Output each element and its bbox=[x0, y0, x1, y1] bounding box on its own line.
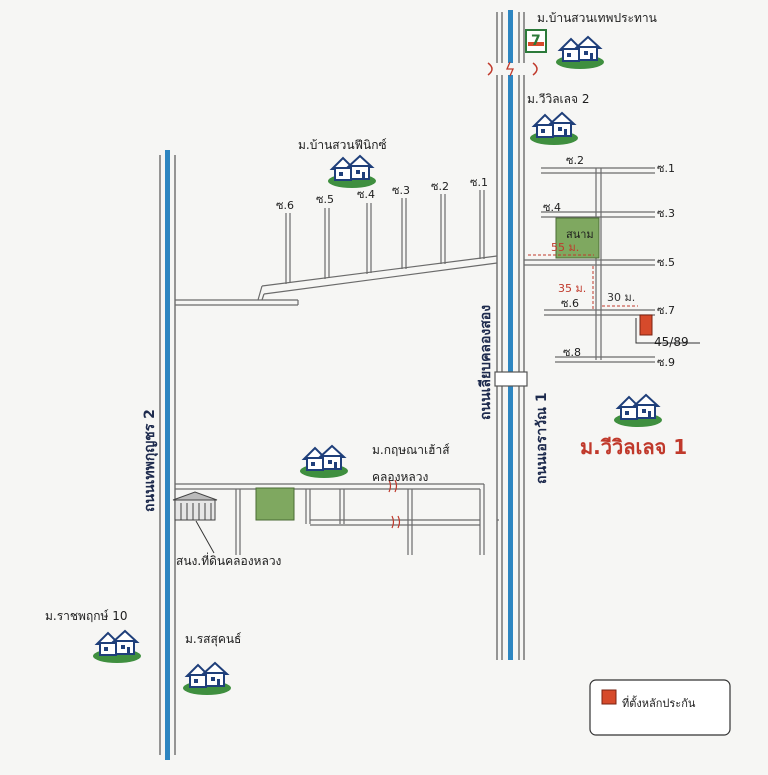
collateral-leader bbox=[635, 318, 700, 344]
legend: ที่ตั้งหลักประกัน bbox=[589, 679, 731, 736]
distance-55m: 55 ม. bbox=[551, 241, 579, 254]
green-field-bottom bbox=[255, 487, 295, 521]
khlong-luang-label: คลองหลวง bbox=[372, 470, 428, 484]
village-v-village-2: ม.วีวิลเลจ 2 bbox=[527, 92, 590, 106]
soi-left-5: ซ.5 bbox=[316, 193, 334, 206]
distance-30m: 30 ม. bbox=[607, 291, 635, 304]
collateral-number: 45/89 bbox=[654, 335, 689, 349]
soi-right-8: ซ.8 bbox=[563, 346, 581, 359]
khlong-luang-bridges bbox=[388, 479, 401, 529]
house-icon bbox=[613, 394, 663, 428]
overpass bbox=[494, 371, 528, 387]
village-kritsana-house: ม.กฤษณาเฮ้าส์ bbox=[372, 443, 450, 457]
khlong-luang-network bbox=[175, 483, 499, 555]
main-road-thep-kunchon bbox=[159, 155, 176, 755]
soi-right-5: ซ.5 bbox=[657, 256, 675, 269]
village-ban-suan-thep-prathan: ม.บ้านสวนเทพประทาน bbox=[537, 11, 657, 25]
soi-right-9: ซ.9 bbox=[657, 356, 675, 369]
soi-labels-left: ซ.6 ซ.5 ซ.4 ซ.3 ซ.2 ซ.1 bbox=[276, 176, 488, 212]
house-icon bbox=[182, 662, 232, 696]
road-break-top bbox=[487, 61, 538, 77]
land-office-label: สนง.ที่ดินคลองหลวง bbox=[176, 552, 281, 568]
soi-right-2: ซ.2 bbox=[566, 154, 584, 167]
village-v-village-1: ม.วีวิลเลจ 1 bbox=[580, 435, 687, 459]
right-soi-network bbox=[524, 167, 655, 363]
soi-right-4: ซ.4 bbox=[543, 201, 561, 214]
soi-right-1: ซ.1 bbox=[657, 162, 675, 175]
soi-labels-right: ซ.2 ซ.1 ซ.4 ซ.3 ซ.5 ซ.6 ซ.7 ซ.8 ซ.9 bbox=[543, 154, 675, 369]
legend-label: ที่ตั้งหลักประกัน bbox=[622, 695, 696, 710]
soi-left-6: ซ.6 bbox=[276, 199, 294, 212]
village-ratchaphruek-10: ม.ราชพฤกษ์ 10 bbox=[45, 609, 128, 623]
store-icon-text: 7 bbox=[531, 33, 541, 49]
legend-swatch bbox=[601, 689, 617, 705]
soi-left-3: ซ.3 bbox=[392, 184, 410, 197]
soi-right-6: ซ.6 bbox=[561, 297, 579, 310]
soi-left-1: ซ.1 bbox=[470, 176, 488, 189]
house-icon bbox=[529, 112, 579, 146]
main-road-ekkawan bbox=[518, 12, 525, 660]
main-road-liap-khlong-song bbox=[496, 12, 503, 660]
collateral-location bbox=[639, 314, 653, 336]
village-rot-sukhon: ม.รสสุคนธ์ bbox=[185, 632, 241, 647]
soi-left-2: ซ.2 bbox=[431, 180, 449, 193]
house-icon bbox=[327, 155, 377, 189]
distance-35m: 35 ม. bbox=[558, 282, 586, 295]
building-icon bbox=[172, 491, 218, 521]
left-soi-network bbox=[175, 190, 498, 306]
sports-field bbox=[555, 217, 600, 259]
seven-eleven-icon: 7 bbox=[525, 29, 547, 53]
soi-right-3: ซ.3 bbox=[657, 207, 675, 220]
soi-right-7: ซ.7 bbox=[657, 304, 675, 317]
road-ekkawan-1: ถนนเอราวัณ 1 bbox=[534, 392, 550, 484]
village-ban-suan-phoenix: ม.บ้านสวนฟีนิกซ์ bbox=[298, 138, 387, 152]
canal-left bbox=[165, 150, 170, 760]
field-label: สนาม bbox=[566, 228, 594, 241]
road-thep-kunchon-2: ถนนเทพกุญชร 2 bbox=[142, 409, 158, 512]
road-liap-khlong-song: ถนนเลียบคลองสอง bbox=[478, 305, 494, 420]
canal-center bbox=[508, 10, 513, 660]
house-icon bbox=[92, 630, 142, 664]
soi-left-4: ซ.4 bbox=[357, 188, 375, 201]
land-office-leader bbox=[195, 520, 215, 554]
house-icon bbox=[555, 36, 605, 70]
house-icon bbox=[299, 445, 349, 479]
